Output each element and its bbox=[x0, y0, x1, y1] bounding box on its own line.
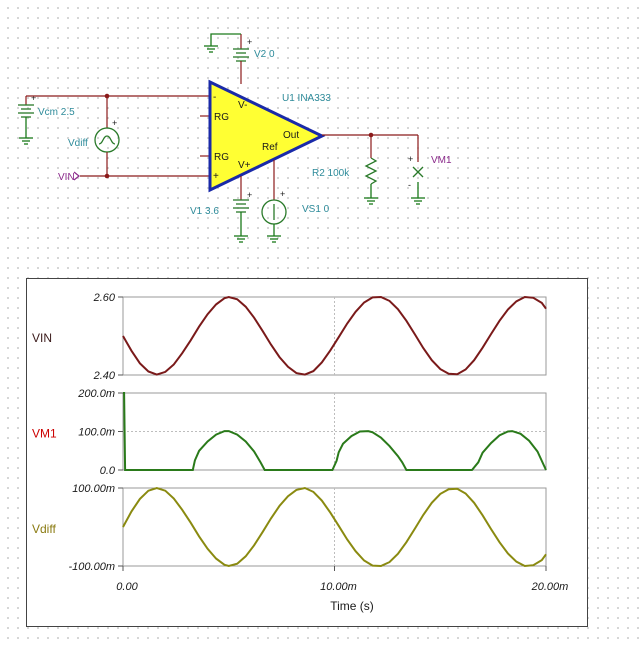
vm1-series-line bbox=[123, 392, 547, 471]
vdiff-series-label: Vdiff bbox=[32, 522, 56, 536]
v2-label: V2 0 bbox=[254, 49, 275, 60]
pin-ref: Ref bbox=[262, 142, 278, 153]
pin-out: Out bbox=[283, 130, 299, 141]
vcm-label: Vcm 2.5 bbox=[38, 107, 75, 118]
x-tick-label: 10.00m bbox=[320, 581, 357, 593]
v1-label: V1 3.6 bbox=[190, 206, 219, 217]
svg-text:+: + bbox=[31, 93, 36, 103]
ground-icon bbox=[234, 235, 248, 243]
vin-plot-frame bbox=[122, 296, 547, 376]
vin-probe-icon bbox=[73, 171, 80, 181]
ground-icon bbox=[19, 137, 33, 145]
vm1-meter[interactable]: + - bbox=[408, 154, 424, 190]
pin-vplus: V+ bbox=[238, 160, 251, 171]
svg-text:+: + bbox=[280, 189, 285, 199]
svg-text:-: - bbox=[408, 180, 411, 190]
r2-label: R2 100k bbox=[312, 168, 350, 179]
ground-icon bbox=[364, 197, 378, 205]
vin-y-tick-label: 2.40 bbox=[93, 370, 116, 382]
pin-vminus: V- bbox=[238, 100, 247, 111]
junction-dot bbox=[104, 173, 110, 179]
x-axis-label: Time (s) bbox=[330, 599, 374, 613]
vm1-series-label: VM1 bbox=[32, 427, 57, 441]
ground-icon bbox=[411, 197, 425, 205]
vcm-source[interactable]: + bbox=[18, 93, 36, 138]
vin-y-tick-label: 2.60 bbox=[93, 292, 116, 304]
vdiff-label: Vdiff bbox=[68, 138, 88, 149]
ina333-opamp[interactable]: - RG RG + V- V+ Out Ref bbox=[208, 79, 326, 193]
vdiff-series-line bbox=[122, 486, 547, 568]
pin-rg-top: RG bbox=[214, 112, 229, 123]
vs1-label: VS1 0 bbox=[302, 204, 330, 215]
r2-resistor[interactable] bbox=[364, 157, 378, 185]
vm1-y-tick-label: 0.0 bbox=[100, 465, 116, 477]
vin-series-label: VIN bbox=[32, 331, 52, 345]
v2-plus-sign: + bbox=[247, 37, 252, 47]
vin-series-line bbox=[122, 295, 547, 376]
x-tick-label: 0.00 bbox=[116, 581, 138, 593]
schematic: + V2 0 + Vcm 2.5 + Vdiff VIN bbox=[18, 33, 452, 243]
vm1-y-tick-label: 200.0m bbox=[77, 388, 115, 400]
vdiff-y-tick-label: 100.00m bbox=[72, 483, 115, 495]
svg-text:+: + bbox=[112, 118, 117, 128]
x-tick-label: 20.00m bbox=[531, 581, 569, 593]
vdiff-plot-frame bbox=[122, 487, 547, 567]
vdiff-y-tick-label: -100.00m bbox=[69, 561, 115, 573]
svg-text:+: + bbox=[247, 190, 252, 200]
ground-icon bbox=[267, 235, 281, 243]
vm1-y-tick-label: 100.0m bbox=[78, 427, 115, 439]
vm1-label: VM1 bbox=[431, 155, 452, 166]
chart-panel bbox=[26, 278, 588, 627]
svg-text:+: + bbox=[408, 154, 413, 164]
opamp-label: U1 INA333 bbox=[282, 93, 331, 104]
pin-plus-sign: + bbox=[213, 171, 219, 182]
ground-icon bbox=[204, 45, 218, 53]
pin-rg-bottom: RG bbox=[214, 152, 229, 163]
vin-label: VIN bbox=[58, 172, 75, 183]
v2-source[interactable]: + bbox=[233, 34, 252, 84]
pin-minus-sign: - bbox=[213, 92, 216, 103]
